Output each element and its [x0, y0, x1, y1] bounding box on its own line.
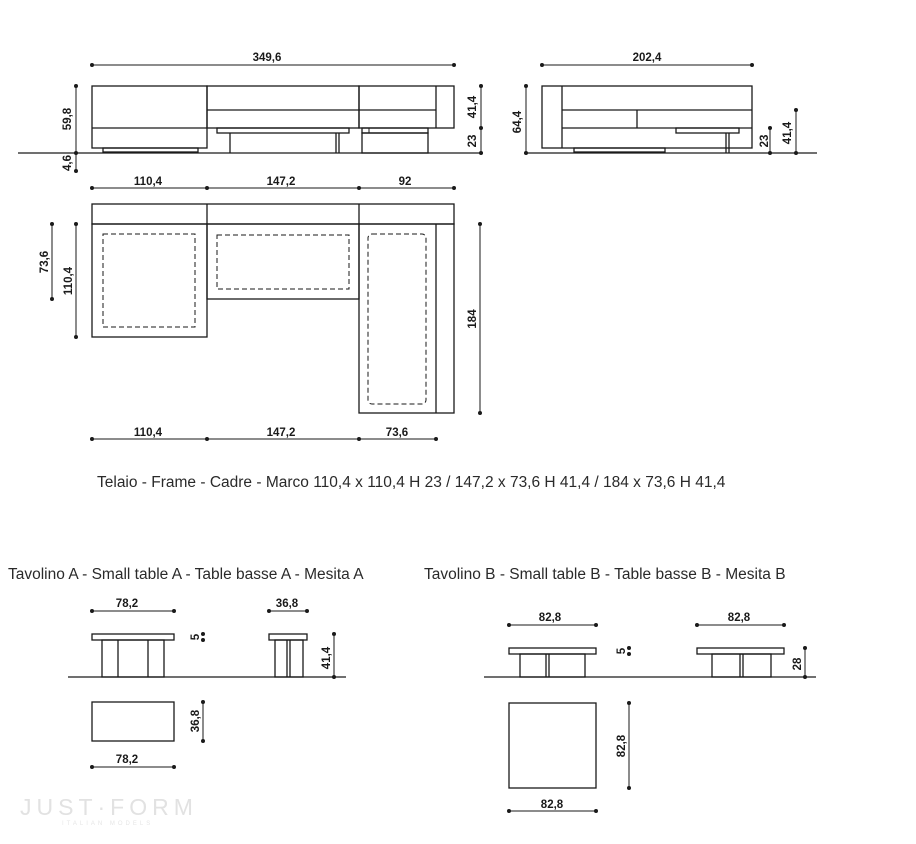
- dim-table-a-top-thickness: 5: [190, 633, 202, 640]
- dim-plan-left-depth-inner: 73,6: [39, 251, 51, 273]
- table-a-caption: Tavolino A - Small table A - Table basse…: [8, 566, 364, 583]
- dim-table-a-plan-width: 78,2: [116, 754, 138, 766]
- dim-table-b-front-width: 82,8: [539, 612, 562, 624]
- table-a-dimensions: 78,2 36,8 5 41,4 36,8 78,2: [90, 598, 336, 769]
- dim-table-a-side-width: 36,8: [276, 598, 299, 610]
- table-b-dimensions: 82,8 82,8 5 28 82,8 82,8: [507, 612, 807, 813]
- dim-table-a-height: 41,4: [321, 646, 333, 669]
- dim-front-base-height: 23: [467, 135, 479, 148]
- dim-front-feet-height: 4,6: [62, 155, 74, 171]
- brand-watermark: JUST·FORM: [20, 794, 198, 820]
- dim-side-base-height: 23: [759, 135, 771, 148]
- dim-side-seat-height: 41,4: [782, 121, 794, 144]
- front-left-base: [102, 147, 199, 153]
- dim-table-b-plan-width: 82,8: [541, 799, 564, 811]
- plan-dimensions: 110,4 147,2 92 73,6 110,4 184 110,4 147,…: [39, 176, 482, 441]
- dim-plan-bottom-w3: 73,6: [386, 427, 408, 439]
- dim-table-b-top-thickness: 5: [616, 647, 628, 654]
- dim-front-total-width: 349,6: [253, 52, 282, 64]
- dim-side-total-width: 202,4: [633, 52, 662, 64]
- table-b-drawings: [484, 647, 816, 789]
- dim-front-seat-height: 41,4: [467, 95, 479, 118]
- dim-table-a-plan-depth: 36,8: [190, 709, 202, 732]
- front-left-module: [91, 85, 208, 149]
- table-b-caption: Tavolino B - Small table B - Table basse…: [424, 566, 786, 583]
- front-middle-module: [206, 85, 360, 129]
- brand-tagline: ITALIAN MODELS: [62, 821, 154, 827]
- dim-plan-bottom-w2: 147,2: [267, 427, 296, 439]
- table-a-drawings: [68, 633, 346, 742]
- dim-plan-right-depth: 184: [467, 309, 479, 329]
- dim-plan-left-depth-outer: 110,4: [63, 266, 75, 295]
- front-dimensions: 349,6 59,8 4,6 41,4 23: [62, 52, 483, 173]
- dim-plan-top-w1: 110,4: [134, 176, 163, 188]
- sofa-side-elevation: [524, 85, 817, 154]
- front-right-module: [358, 85, 455, 129]
- frame-caption: Telaio - Frame - Cadre - Marco 110,4 x 1…: [97, 474, 726, 491]
- dim-front-back-height: 59,8: [62, 107, 74, 130]
- dim-plan-bottom-w1: 110,4: [134, 427, 163, 439]
- dim-side-back-height: 64,4: [512, 110, 524, 133]
- side-dimensions: 202,4 64,4 23 41,4: [512, 52, 798, 155]
- sofa-front-elevation: [18, 85, 483, 154]
- dim-table-b-side-width: 82,8: [728, 612, 751, 624]
- dim-table-b-height: 28: [792, 657, 804, 670]
- sofa-plan-view: [91, 203, 455, 414]
- dim-table-a-front-width: 78,2: [116, 598, 138, 610]
- dim-plan-top-w3: 92: [399, 176, 412, 188]
- dim-plan-top-w2: 147,2: [267, 176, 296, 188]
- dim-table-b-plan-depth: 82,8: [616, 734, 628, 757]
